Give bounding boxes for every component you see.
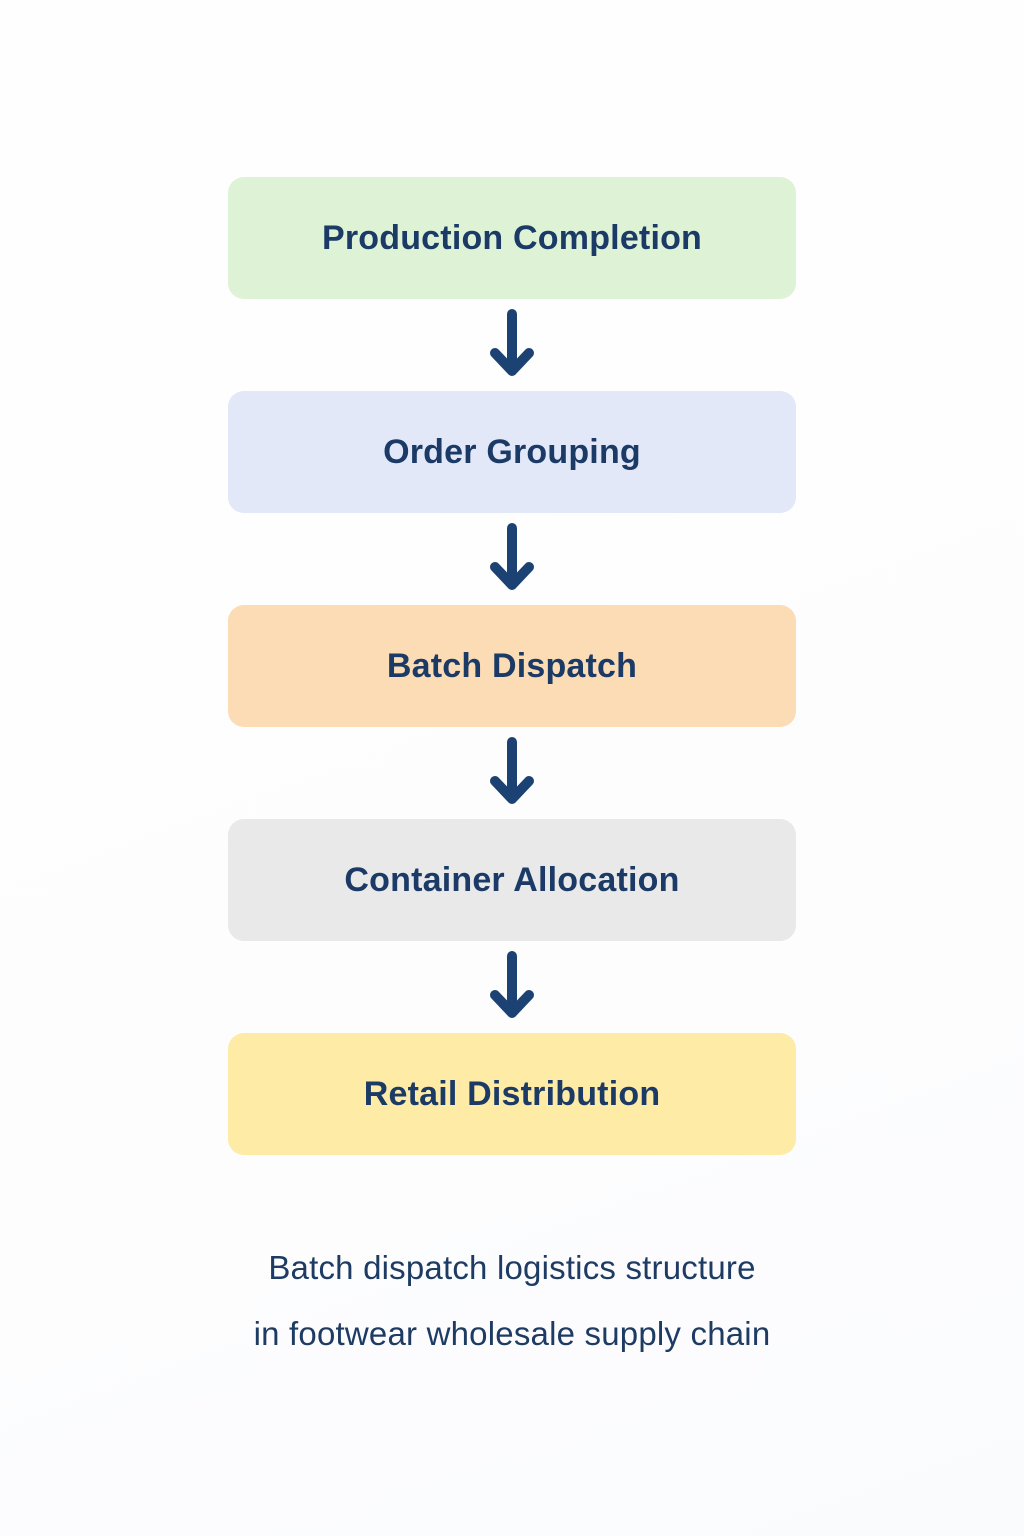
flow-arrow-3 bbox=[488, 727, 536, 819]
caption-line-1: Batch dispatch logistics structure bbox=[268, 1249, 756, 1286]
arrow-down-icon bbox=[490, 951, 534, 1018]
flow-step-container-allocation: Container Allocation bbox=[228, 819, 796, 941]
arrow-down-icon bbox=[490, 309, 534, 376]
arrow-down-icon bbox=[490, 737, 534, 804]
flow-arrow-1 bbox=[488, 299, 536, 391]
arrow-down-icon bbox=[490, 523, 534, 590]
caption: Batch dispatch logistics structure in fo… bbox=[254, 1235, 771, 1367]
flow-step-production-completion: Production Completion bbox=[228, 177, 796, 299]
flow-arrow-4 bbox=[488, 941, 536, 1033]
flow-step-order-grouping: Order Grouping bbox=[228, 391, 796, 513]
caption-line-2: in footwear wholesale supply chain bbox=[253, 1315, 771, 1352]
flow-step-retail-distribution: Retail Distribution bbox=[228, 1033, 796, 1155]
flow-arrow-2 bbox=[488, 513, 536, 605]
flow-step-batch-dispatch: Batch Dispatch bbox=[228, 605, 796, 727]
